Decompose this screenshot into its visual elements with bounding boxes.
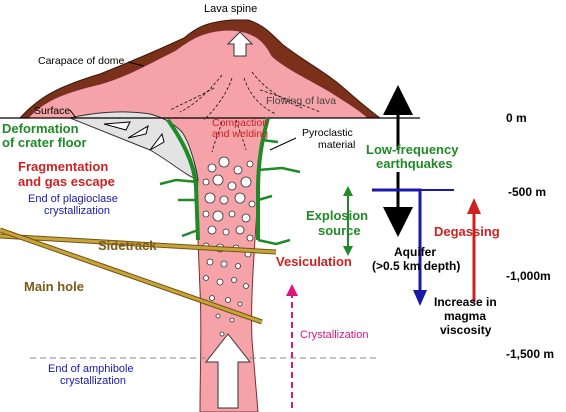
spine-arrow [226,31,254,57]
label-explosion-2: source [318,223,361,238]
label-fragmentation-2: and gas escape [18,174,115,189]
magma-ascent-arrow [204,333,252,409]
label-plagioclase-1: End of plagioclase [28,193,118,205]
label-vesiculation: Vesiculation [276,254,352,269]
degassing-arrowhead [467,198,481,214]
label-amphibole-2: crystallization [60,375,126,387]
label-fragmentation-1: Fragmentation [18,159,108,174]
label-pyroclastic-2: material [318,139,355,151]
crater-arrows [103,121,165,151]
label-compaction-2: and welding [212,128,268,140]
explosion-arrowhead-up [343,186,353,196]
depth-0: 0 m [506,111,527,125]
label-viscosity-1: Increase in [434,295,497,309]
explosion-arrowhead-down [343,246,353,256]
label-low-freq-2: earthquakes [376,156,453,171]
label-main-hole: Main hole [24,279,84,294]
aquifer-arrowhead [413,290,427,306]
label-aquifer-2: (>0.5 km depth) [372,259,460,273]
main-hole-core [0,228,263,324]
label-deformation-1: Deformation [2,121,79,136]
depth-500: -500 m [508,185,546,199]
label-deformation-2: of crater floor [2,135,87,150]
label-degassing: Degassing [434,224,500,239]
label-pyroclastic-1: Pyroclastic [302,127,353,139]
conduit-wall-right [256,117,270,240]
label-aquifer-1: Aquifer [394,245,436,259]
depth-1500: -1,500 m [506,347,554,361]
crater-floor [68,111,199,181]
fractures [159,138,301,246]
label-flowing-lava: Flowing of lava [266,95,336,107]
pointer-lines [69,61,297,151]
conduit-wall-left [166,118,200,241]
label-crystallization: Crystallization [300,329,368,341]
label-explosion-1: Explosion [306,208,368,223]
label-surface: Surface [34,105,70,117]
flow-lines [169,71,321,153]
aquifer-bracket [372,188,422,292]
label-low-freq-1: Low-frequency [366,142,459,157]
label-viscosity-3: viscosity [440,323,492,337]
label-amphibole-1: End of amphibole [48,363,134,375]
sidetrack-hole-core [0,234,277,254]
label-viscosity-2: magma [444,309,486,323]
label-carapace: Carapace of dome [38,55,125,67]
label-plagioclase-2: crystallization [44,205,110,217]
depth-1000: -1,000m [506,269,551,283]
label-sidetrack: Sidetrack [98,238,157,253]
label-compaction-1: Compaction [212,117,268,129]
crystallization-arrowhead [286,284,298,296]
label-lava-spine: Lava spine [204,3,257,15]
vesicles [202,156,256,337]
